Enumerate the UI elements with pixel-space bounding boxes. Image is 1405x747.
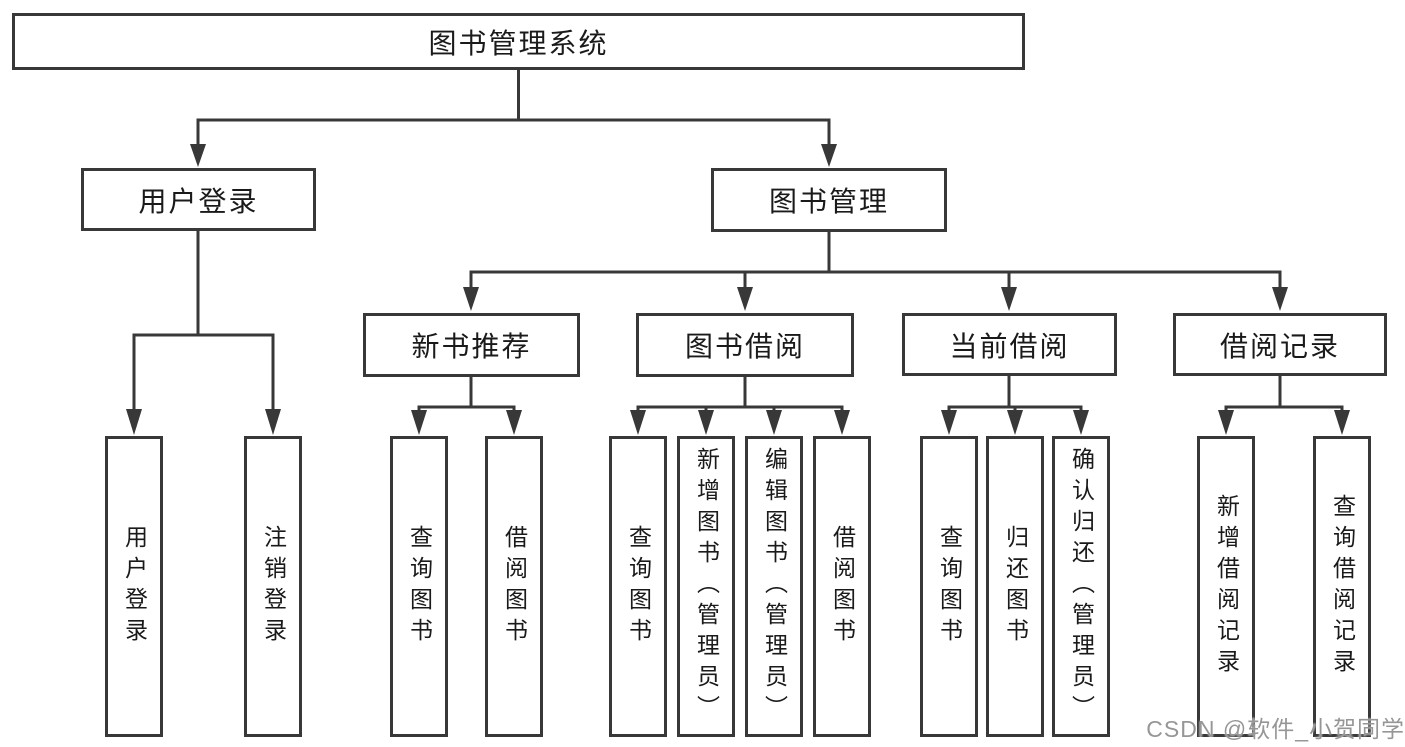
node-new-book-recommend: 新书推荐 [363, 313, 580, 377]
leaf-newbook-query-books: 查询图书 [390, 436, 448, 737]
leaf-label: 查询图书 [625, 524, 652, 649]
leaf-user-login: 用户登录 [105, 436, 163, 737]
leaf-borrow-query-books: 查询图书 [609, 436, 667, 737]
node-label: 借阅记录 [1219, 330, 1340, 362]
node-current-borrow: 当前借阅 [902, 313, 1117, 376]
leaf-label: 借阅图书 [501, 524, 528, 649]
leaf-logout: 注销登录 [244, 436, 302, 737]
node-user-login: 用户登录 [81, 168, 316, 231]
leaf-label: 确认归还（管理员） [1068, 447, 1095, 726]
node-label: 用户登录 [138, 185, 259, 217]
leaf-label: 借阅图书 [829, 524, 856, 649]
leaf-current-query-books: 查询图书 [920, 436, 978, 737]
leaf-current-confirm-return-admin: 确认归还（管理员） [1052, 436, 1110, 737]
leaf-label: 查询图书 [936, 524, 963, 649]
node-borrow-record: 借阅记录 [1173, 313, 1387, 376]
csdn-watermark: CSDN @软件_小贺同学 [1146, 716, 1405, 742]
node-book-borrow: 图书借阅 [636, 313, 854, 377]
connector-book-borrow-children [630, 376, 850, 435]
node-root: 图书管理系统 [12, 13, 1025, 70]
connector-new-book-children [411, 376, 522, 435]
leaf-borrow-borrow-books: 借阅图书 [813, 436, 871, 737]
leaf-label: 编辑图书（管理员） [761, 447, 788, 726]
leaf-label: 用户登录 [121, 524, 148, 649]
leaf-record-add-borrow-record: 新增借阅记录 [1197, 436, 1255, 737]
leaf-newbook-borrow-books: 借阅图书 [485, 436, 543, 737]
leaf-label: 查询借阅记录 [1329, 493, 1356, 680]
node-label: 图书管理 [768, 186, 889, 217]
leaf-current-return-books: 归还图书 [986, 436, 1044, 737]
node-label: 新书推荐 [411, 331, 532, 362]
connector-borrow-record-children [1218, 375, 1350, 435]
leaf-label: 归还图书 [1002, 524, 1029, 649]
leaf-borrow-add-books-admin: 新增图书（管理员） [677, 436, 735, 737]
node-book-management: 图书管理 [711, 168, 947, 232]
leaf-label: 查询图书 [406, 524, 433, 649]
leaf-label: 注销登录 [260, 524, 287, 649]
connector-root-to-level2 [190, 68, 837, 167]
leaf-borrow-edit-books-admin: 编辑图书（管理员） [745, 436, 803, 737]
leaf-label: 新增图书（管理员） [693, 447, 720, 726]
leaf-label: 新增借阅记录 [1213, 493, 1240, 680]
leaf-record-query-borrow-record: 查询借阅记录 [1313, 436, 1371, 737]
connector-book-management-to-level3 [463, 231, 1288, 311]
node-label: 图书管理系统 [428, 27, 609, 59]
node-label: 图书借阅 [684, 331, 805, 362]
connector-user-login-children [126, 230, 281, 435]
node-label: 当前借阅 [949, 330, 1070, 362]
connector-current-borrow-children [941, 375, 1089, 435]
